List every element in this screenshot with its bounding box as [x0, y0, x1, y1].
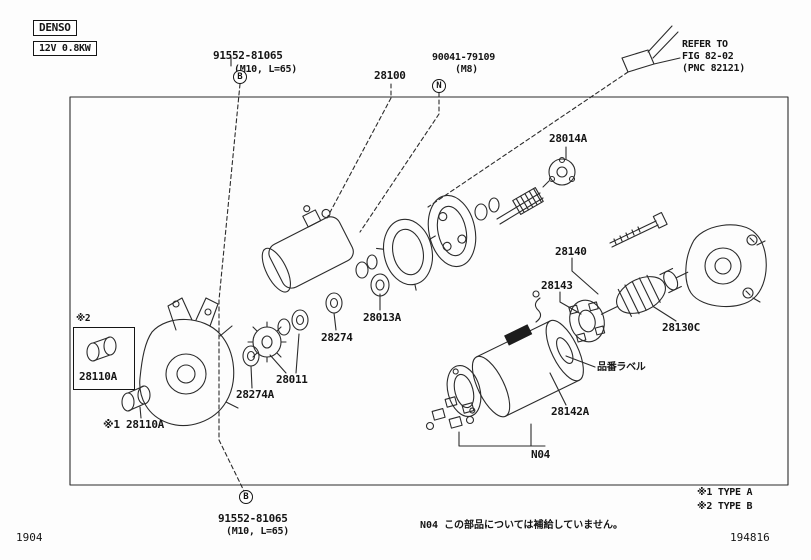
fastener-symbol-n: N: [432, 79, 446, 93]
callout-28110A-alt-part: 28110A: [126, 418, 164, 431]
callout-28110A-boxed: 28110A: [79, 370, 117, 383]
callout-28130C: 28130C: [662, 321, 700, 334]
shaft-washers: [474, 197, 500, 221]
commutator-end-frame: [427, 194, 477, 268]
pinion-gear: [247, 318, 291, 363]
page-number-left: 1904: [16, 531, 43, 544]
note-mark-type-a: ※1: [103, 418, 120, 431]
callout-28274A: 28274A: [236, 388, 274, 401]
bushing-box-frame: [73, 327, 135, 390]
output-shaft: [496, 187, 544, 225]
drive-housing: [139, 297, 239, 427]
figure-border: [69, 96, 789, 486]
refer-line-1: REFER TO: [682, 39, 728, 50]
refer-line-3: (PNC 82121): [682, 63, 745, 74]
thrust-washer: [325, 292, 343, 314]
refer-line-2: FIG 82-02: [682, 51, 734, 62]
supply-note: N04 この部品については補給していません。: [420, 516, 623, 531]
note-mark-type-b: ※2: [76, 313, 91, 324]
brush-set: [425, 396, 475, 431]
o-ring-set: [355, 254, 378, 279]
supply-note-prefix: N04: [420, 520, 439, 531]
dashed-leaders: [218, 71, 629, 492]
callout-n04: N04: [531, 448, 550, 461]
center-bracket: [376, 218, 436, 291]
armature: [600, 267, 689, 317]
legend-type-a: ※1 TYPE A: [697, 487, 753, 498]
bushing-type-a: [121, 385, 151, 412]
callout-assembly: 28100: [374, 69, 406, 82]
brush-holder: [568, 299, 606, 343]
callout-28143: 28143: [541, 279, 573, 292]
callout-28142A: 28142A: [551, 405, 589, 418]
callout-nut-size: (M8): [455, 64, 478, 75]
part-number-sticker: [504, 324, 533, 346]
callout-bolt-bottom-part: 91552-81065: [218, 512, 288, 525]
callout-bolt-bottom-size: (M10, L=65): [226, 526, 289, 537]
callout-28013A: 28013A: [363, 311, 401, 324]
starter-yoke: [471, 319, 584, 418]
end-plate: [542, 156, 576, 188]
callout-28014A: 28014A: [549, 132, 587, 145]
connector-plug: [621, 25, 681, 73]
callout-28274: 28274: [321, 331, 353, 344]
supply-note-text: この部品については補給していません。: [444, 520, 623, 531]
lead-wire: [532, 290, 542, 323]
callout-28140: 28140: [555, 245, 587, 258]
spec-badge: 12V 0.8KW: [33, 41, 97, 56]
through-bolt: [609, 211, 668, 248]
callout-bolt-top-size: (M10, L=65): [234, 64, 297, 75]
callout-part-label-jp: 品番ラベル: [597, 362, 646, 373]
callout-leaders: [139, 56, 677, 447]
refer-to-note: REFER TO FIG 82-02 (PNC 82121): [682, 39, 745, 75]
center-bearing: [370, 273, 390, 297]
callout-nut-part: 90041-79109: [432, 52, 495, 63]
callout-28110A-alt: ※1 28110A: [103, 418, 164, 431]
callout-bolt-top-part: 91552-81065: [213, 49, 283, 62]
bushing-type-b: [86, 336, 117, 362]
rear-end-frame: [685, 224, 767, 308]
fastener-symbol-b-top: B: [233, 70, 247, 84]
legend-type-b: ※2 TYPE B: [697, 501, 753, 512]
brand-badge: DENSO: [33, 20, 77, 37]
stop-collar: [242, 345, 260, 367]
shift-lever: [195, 297, 219, 327]
clutch-collar: [291, 309, 309, 331]
callout-28011: 28011: [276, 373, 308, 386]
fastener-symbol-b-bottom: B: [239, 490, 253, 504]
page-number-right: 194816: [730, 531, 770, 544]
magnetic-switch: [261, 205, 354, 293]
